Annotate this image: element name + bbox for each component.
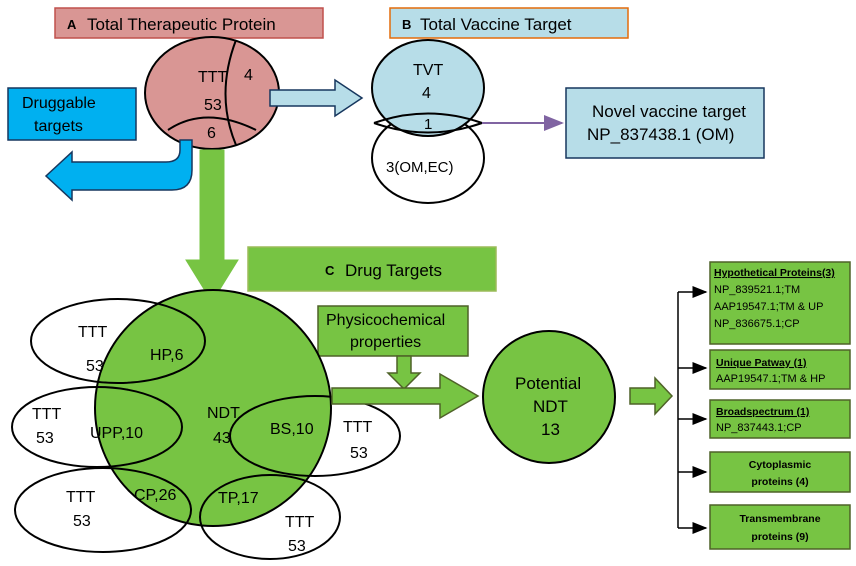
result-box-broadspectrum: Broadspectrum (1) NP_837443.1;CP xyxy=(709,399,851,439)
unique-pathway-line1: AAP19547.1;TM & HP xyxy=(716,373,825,385)
novel-vaccine-line2: NP_837438.1 (OM) xyxy=(587,125,734,144)
transmembrane-title: Transmembrane xyxy=(739,513,820,525)
ttt-overlap-bottom: 6 xyxy=(207,125,216,142)
transmembrane-title2: proteins (9) xyxy=(751,531,808,543)
side-upp-ttt: TTT xyxy=(32,406,62,423)
ttt-value: 53 xyxy=(204,97,222,114)
side-cp-ttt: TTT xyxy=(66,489,96,506)
druggable-line2: targets xyxy=(34,118,83,135)
section-c-header: C Drug Targets xyxy=(247,246,497,292)
tvt-label: TVT xyxy=(413,62,443,79)
section-b-title: Total Vaccine Target xyxy=(420,15,572,34)
ttt-overlap-top: 4 xyxy=(244,67,253,84)
tvt-overlap: 1 xyxy=(424,116,432,133)
results-bracket xyxy=(677,286,708,534)
blue-curved-arrow xyxy=(44,139,193,202)
druggable-line1: Druggable xyxy=(22,95,96,112)
tvt-venn: TVT 4 1 3(OM,EC) xyxy=(371,39,485,204)
side-tp-ttt: TTT xyxy=(285,514,315,531)
section-b-header: B Total Vaccine Target xyxy=(389,7,629,39)
side-cp-overlap: CP,26 xyxy=(134,487,177,504)
cytoplasmic-title: Cytoplasmic xyxy=(749,459,812,471)
cytoplasmic-title2: proteins (4) xyxy=(751,476,808,488)
physico-line2: properties xyxy=(350,334,421,351)
broadspectrum-title: Broadspectrum (1) xyxy=(716,406,809,418)
druggable-targets-box: Druggable targets xyxy=(7,87,137,141)
broadspectrum-line1: NP_837443.1;CP xyxy=(716,422,802,434)
section-b-letter: B xyxy=(402,17,411,32)
ndt-venn: NDT 43 TTT 53 HP,6 TTT 53 UPP,10 TTT 53 … xyxy=(11,289,401,560)
result-box-cytoplasmic: Cytoplasmic proteins (4) xyxy=(709,451,851,493)
side-circle-bs xyxy=(229,395,401,477)
result-box-unique-pathway: Unique Patway (1) AAP19547.1;TM & HP xyxy=(709,349,851,390)
side-cp-num: 53 xyxy=(73,513,91,530)
ttt-label: TTT xyxy=(198,69,228,86)
potential-value: 13 xyxy=(541,420,560,439)
potential-line1: Potential xyxy=(515,374,581,393)
ndt-value: 43 xyxy=(213,430,231,447)
hypothetical-line2: AAP19547.1;TM & UP xyxy=(714,301,823,313)
physico-line1: Physicochemical xyxy=(326,312,445,329)
arrow-ndt-to-potential xyxy=(331,372,480,420)
side-bs-ttt: TTT xyxy=(343,419,373,436)
arrow-potential-to-results xyxy=(629,376,674,416)
side-hp-ttt: TTT xyxy=(78,324,108,341)
tvt-lower: 3(OM,EC) xyxy=(386,159,454,176)
ndt-label: NDT xyxy=(207,405,240,422)
side-circle-hp xyxy=(30,298,206,384)
hypothetical-line3: NP_836675.1;CP xyxy=(714,318,800,330)
side-hp-num: 53 xyxy=(86,358,104,375)
section-a-header: A Total Therapeutic Protein xyxy=(54,7,324,39)
tvt-value: 4 xyxy=(422,85,431,102)
result-box-hypothetical: Hypothetical Proteins(3) NP_839521.1;TM … xyxy=(709,261,851,345)
side-bs-overlap: BS,10 xyxy=(270,421,314,438)
side-tp-num: 53 xyxy=(288,538,306,555)
side-bs-num: 53 xyxy=(350,445,368,462)
arrow-a-to-b xyxy=(269,78,364,118)
side-upp-num: 53 xyxy=(36,430,54,447)
side-tp-overlap: TP,17 xyxy=(218,490,259,507)
hypothetical-title: Hypothetical Proteins(3) xyxy=(714,267,835,279)
potential-ndt-circle: Potential NDT 13 xyxy=(482,330,616,464)
potential-line2: NDT xyxy=(533,397,568,416)
unique-pathway-title: Unique Patway (1) xyxy=(716,357,806,369)
arrow-a-to-c xyxy=(185,149,239,303)
section-c-title: Drug Targets xyxy=(345,261,442,280)
arrow-physico-down xyxy=(386,355,422,391)
side-circle-upp xyxy=(11,386,183,468)
physicochemical-box: Physicochemical properties xyxy=(317,305,469,357)
section-a-title: Total Therapeutic Protein xyxy=(87,15,276,34)
hypothetical-line1: NP_839521.1;TM xyxy=(714,284,800,296)
ttt-circle: TTT 53 4 6 xyxy=(144,36,280,150)
section-c-letter: C xyxy=(325,263,335,278)
section-a-letter: A xyxy=(67,17,77,32)
novel-vaccine-line1: Novel vaccine target xyxy=(592,102,746,121)
side-circle-tp xyxy=(199,474,341,560)
side-upp-overlap: UPP,10 xyxy=(90,425,143,442)
side-hp-overlap: HP,6 xyxy=(150,347,184,364)
side-circle-cp xyxy=(14,467,192,553)
result-box-transmembrane: Transmembrane proteins (9) xyxy=(709,504,851,550)
novel-vaccine-box: Novel vaccine target NP_837438.1 (OM) xyxy=(565,87,765,159)
